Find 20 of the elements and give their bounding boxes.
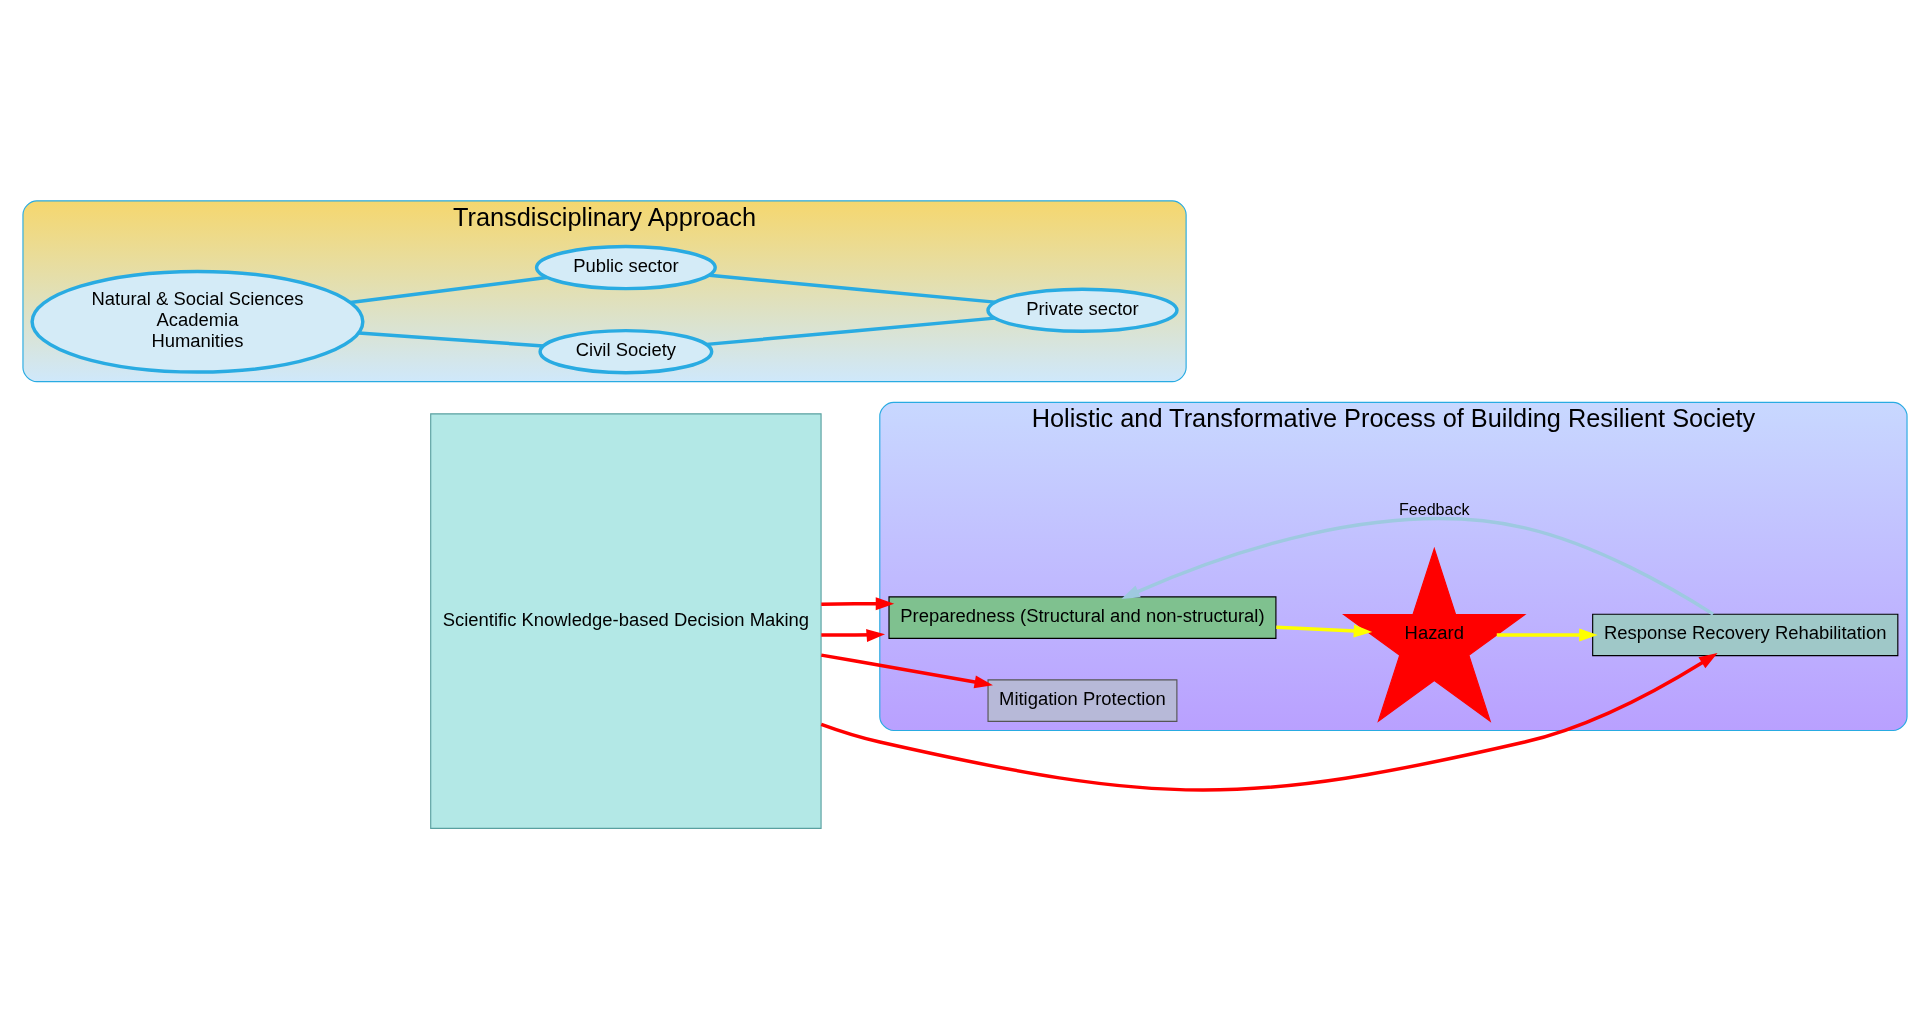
node-box: Scientific Knowledge-based Decision Making [430,412,822,829]
connector [358,330,544,348]
connector [709,273,996,304]
arrow [821,596,895,610]
node-ellipse: Private sector [986,286,1179,333]
connector [350,275,547,304]
node-box: Mitigation Protection [987,678,1178,722]
arrow [1121,516,1715,616]
node-box: Preparedness (Structural and non-structural) [888,595,1277,639]
connector [706,315,995,346]
node-ellipse: Civil Society [538,328,714,374]
arrow [820,652,1718,792]
arrow [821,628,885,642]
arrow [1276,624,1373,637]
arrow [821,652,993,688]
node-ellipse: Public sector [534,244,717,290]
arrow [1496,627,1598,641]
node-ellipse: Natural & Social Sciences Academia Humanities [30,269,365,374]
node-box: Response Recovery Rehabilitation [1592,613,1899,656]
edge-label: Feedback [1398,499,1470,518]
